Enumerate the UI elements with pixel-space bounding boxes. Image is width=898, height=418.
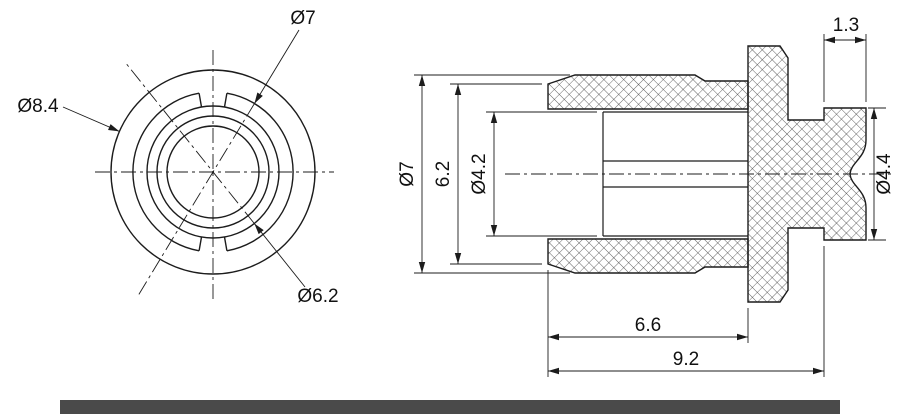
arrowhead [870, 229, 878, 240]
arrowhead [548, 333, 559, 341]
arrowhead [737, 333, 748, 341]
side-view-part [547, 45, 867, 303]
diagonal-centerline-1 [137, 103, 255, 297]
arrowhead [454, 253, 462, 264]
arrowhead [548, 367, 559, 375]
dim-label-side-92: 9.2 [673, 349, 699, 370]
barb-ring-notches [198, 93, 228, 251]
barrel-top-wall-section [547, 74, 749, 110]
arrowhead [855, 36, 866, 44]
bore-circle [166, 125, 260, 219]
dim-total-length: 9.2 [548, 246, 825, 377]
front-view-dimensions: Ø7 Ø8.4 Ø6.2 [17, 8, 338, 307]
leader-dia62 [253, 223, 306, 288]
arrowhead [824, 36, 835, 44]
dim-label-side-dia44: Ø4.4 [874, 153, 895, 195]
barb-ring-arcs [132, 92, 294, 252]
dim-label-front-dia62: Ø6.2 [297, 286, 338, 307]
dim-barrel-dia: Ø7 [397, 74, 570, 274]
front-view-circles [110, 69, 316, 275]
arrowhead [418, 262, 426, 273]
inner-circle [156, 115, 270, 229]
dim-label-side-66: 6.6 [635, 315, 661, 336]
internal-bore-lines [602, 111, 748, 237]
dim-bore-dia: Ø4.2 [469, 111, 597, 237]
side-view: Ø7 6.2 Ø4.2 [397, 15, 895, 377]
dim-label-side-dia7: Ø7 [397, 161, 418, 186]
dim-label-side-dia42: Ø4.2 [469, 153, 490, 194]
arrowhead [490, 225, 498, 236]
barrel-bottom-wall-section [547, 238, 749, 274]
arrowhead [813, 367, 824, 375]
arrowhead [418, 75, 426, 86]
front-view-centerlines [95, 50, 334, 302]
middle-circle [146, 105, 280, 239]
footer-bar [60, 400, 840, 414]
arrowhead [454, 84, 462, 95]
dim-collar-width: 1.3 [823, 15, 867, 102]
dim-groove-dia: Ø4.4 [868, 107, 895, 241]
front-view: Ø7 Ø8.4 Ø6.2 [17, 8, 338, 307]
dim-label-front-dia7: Ø7 [290, 8, 315, 29]
dim-label-side-62: 6.2 [433, 161, 454, 187]
dim-label-front-dia84: Ø8.4 [17, 96, 59, 117]
arrowhead [490, 112, 498, 123]
arrowhead [870, 108, 878, 119]
outer-circle [110, 69, 316, 275]
dim-label-side-13: 1.3 [833, 15, 859, 36]
dim-body-dia: 6.2 [433, 83, 542, 265]
leader-dia7 [254, 29, 300, 104]
flange-and-grommet-section [747, 45, 867, 303]
diagonal-centerline-2 [125, 62, 255, 224]
dim-barrel-length: 6.6 [547, 270, 749, 377]
